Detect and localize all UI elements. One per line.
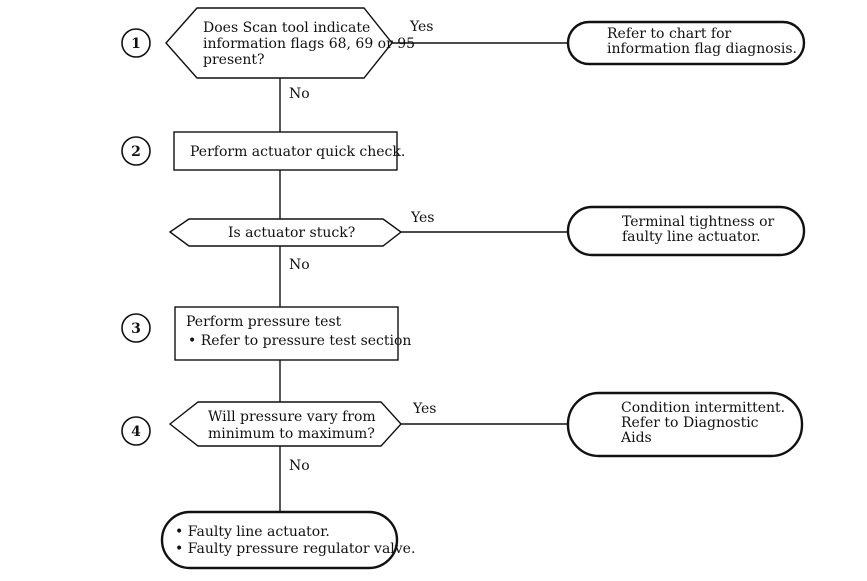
decision-2-yes-label: Yes <box>410 210 435 226</box>
result-3-line-2: Refer to Diagnostic <box>621 415 759 431</box>
result-3-line-3: Aids <box>620 430 652 446</box>
result-1-line-1: Refer to chart for <box>607 26 732 42</box>
decision-1: Does Scan tool indicate information flag… <box>165 7 415 79</box>
decision-3-yes-label: Yes <box>412 401 437 417</box>
result-3-line-1: Condition intermittent. <box>621 400 785 416</box>
final-result-line-2: • Faulty pressure regulator valve. <box>175 541 415 557</box>
decision-1-line-1: Does Scan tool indicate <box>203 20 370 36</box>
process-3-title: Perform pressure test <box>186 314 342 330</box>
step-2-marker: 2 <box>121 136 151 166</box>
process-2: Perform actuator quick check. <box>173 131 405 171</box>
step-1-number: 1 <box>131 36 141 52</box>
decision-2-text: Is actuator stuck? <box>228 225 355 241</box>
decision-3: Will pressure vary from minimum to maxim… <box>168 401 402 447</box>
decision-1-yes-label: Yes <box>409 19 434 35</box>
result-3-terminal: Condition intermittent. Refer to Diagnos… <box>566 391 804 458</box>
result-1-line-2: information flag diagnosis. <box>607 41 797 57</box>
connectors <box>279 42 568 512</box>
process-2-text: Perform actuator quick check. <box>190 144 405 160</box>
decision-3-line-2: minimum to maximum? <box>208 426 375 442</box>
result-1-terminal: Refer to chart for information flag diag… <box>566 20 806 66</box>
step-1-marker: 1 <box>121 28 151 58</box>
result-2-line-1: Terminal tightness or <box>622 214 775 230</box>
final-result-terminal: • Faulty line actuator. • Faulty pressur… <box>160 510 415 570</box>
step-3-number: 3 <box>131 321 141 337</box>
process-3: Perform pressure test • Refer to pressur… <box>174 306 411 361</box>
decision-1-line-3: present? <box>203 52 265 68</box>
process-3-bullet: • Refer to pressure test section <box>188 333 411 349</box>
step-3-marker: 3 <box>121 313 151 343</box>
step-4-marker: 4 <box>121 416 151 446</box>
step-4-number: 4 <box>131 424 141 440</box>
result-2-terminal: Terminal tightness or faulty line actuat… <box>566 205 806 257</box>
decision-1-line-2: information flags 68, 69 or 95 <box>203 36 415 52</box>
decision-3-line-1: Will pressure vary from <box>208 409 376 425</box>
step-2-number: 2 <box>131 144 141 160</box>
decision-3-no-label: No <box>289 458 310 474</box>
result-2-line-2: faulty line actuator. <box>622 229 761 245</box>
decision-1-no-label: No <box>289 86 310 102</box>
final-result-line-1: • Faulty line actuator. <box>175 524 330 540</box>
decision-2: Is actuator stuck? <box>168 218 403 247</box>
decision-2-no-label: No <box>289 257 310 273</box>
